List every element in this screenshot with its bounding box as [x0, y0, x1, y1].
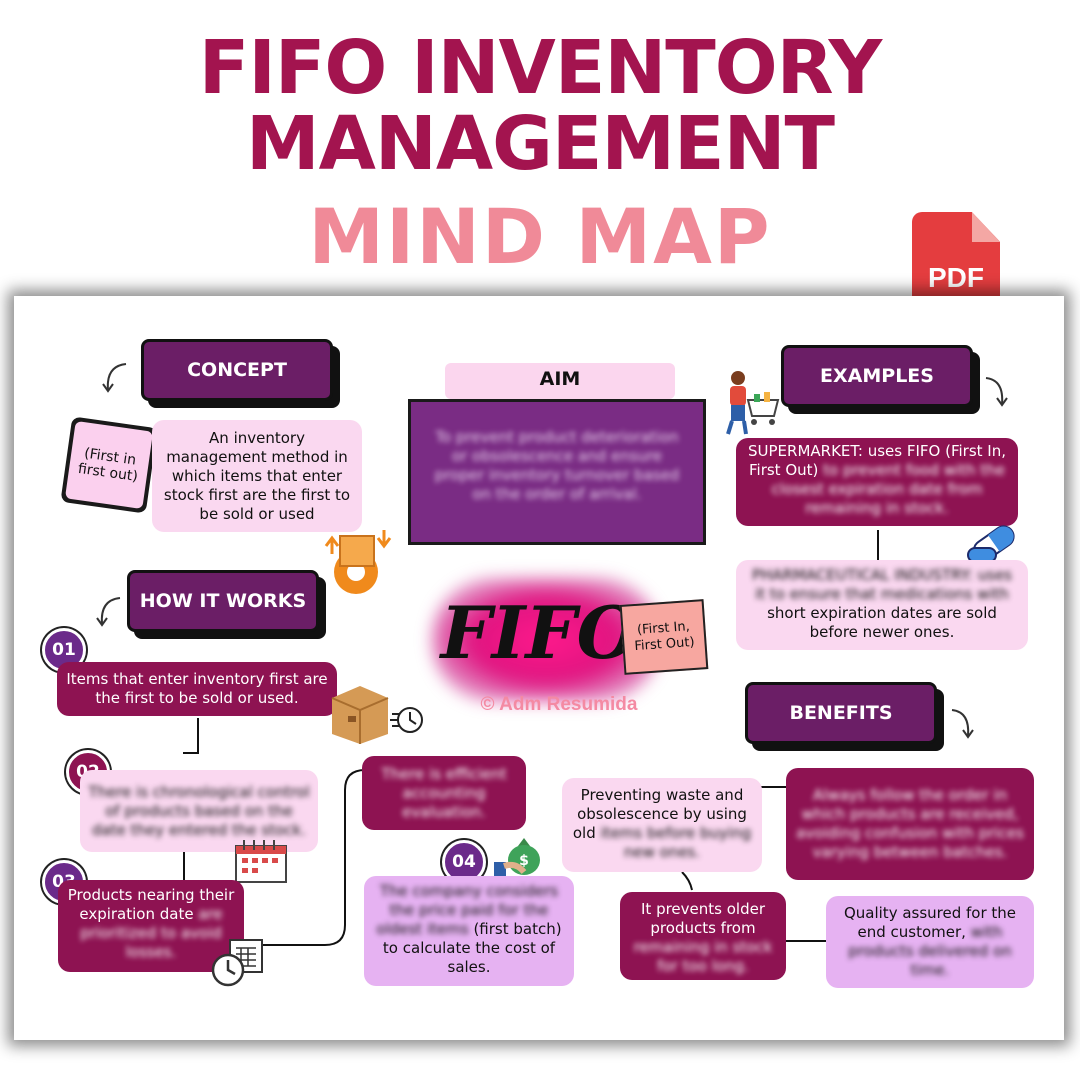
connector: [786, 940, 826, 942]
calendar-icon: [234, 838, 290, 884]
center-sticky-note: (First In, First Out): [620, 599, 709, 675]
step-04-visible-text-1: (first: [473, 920, 508, 938]
evaluation-box: There is efficient accounting evaluation…: [362, 756, 526, 830]
pharma-blurred-text: PHARMACEUTICAL INDUSTRY: uses it to ensu…: [752, 566, 1012, 603]
pharma-visible-text: short expiration dates are sold before n…: [767, 604, 997, 641]
concept-sticky-note: (First in first out): [60, 416, 157, 513]
benefit-waste-blurred: items before buying new ones.: [601, 824, 752, 861]
arrow-icon: [948, 706, 988, 746]
pharma-example: PHARMACEUTICAL INDUSTRY: uses it to ensu…: [736, 560, 1028, 650]
aim-heading: AIM: [445, 368, 675, 390]
step-01-text: Items that enter inventory first are the…: [57, 662, 337, 716]
concept-heading: CONCEPT: [141, 339, 333, 401]
center-word: FIFO: [440, 588, 640, 678]
aim-text: To prevent product deterioration or obso…: [411, 402, 703, 530]
title-line-1: FIFO INVENTORY: [0, 28, 1080, 108]
connector: [183, 752, 199, 754]
connector: [877, 530, 879, 560]
arrow-icon: [982, 374, 1022, 414]
concept-sticky-text: (First in first out): [65, 421, 153, 509]
supermarket-example: SUPERMARKET: uses FIFO (First In, First …: [736, 438, 1018, 526]
center-sticky-text: (First In, First Out): [623, 618, 705, 656]
arrow-icon: [92, 594, 132, 634]
evaluation-text: There is efficient accounting evaluation…: [370, 765, 518, 822]
connector: [183, 852, 185, 882]
money-bag-icon: $: [494, 832, 554, 878]
benefit-quality: Quality assured for the end customer, wi…: [826, 896, 1034, 988]
shopper-icon: [720, 370, 782, 436]
how-it-works-heading: HOW IT WORKS: [127, 570, 319, 632]
examples-heading: EXAMPLES: [781, 345, 973, 407]
benefit-order-text: Always follow the order in which product…: [794, 786, 1026, 862]
concept-text: An inventory management method in which …: [152, 420, 362, 532]
step-04-box: The company considers the price paid for…: [364, 876, 574, 986]
step-02-text: There is chronological control of produc…: [88, 783, 310, 840]
benefit-older-blurred: remaining in stock for too long.: [634, 938, 773, 975]
clock-calendar-icon: [210, 936, 266, 988]
arrow-icon: [98, 360, 138, 400]
benefits-heading: BENEFITS: [745, 682, 937, 744]
title-line-2: MANAGEMENT: [0, 104, 1080, 184]
benefit-waste: Preventing waste and obsolescence by usi…: [562, 778, 762, 872]
credit-text: © Adm Resumida: [448, 694, 670, 716]
pdf-label: PDF: [912, 262, 1000, 294]
benefit-older-visible: It prevents older products from: [641, 900, 765, 937]
benefit-order: Always follow the order in which product…: [786, 768, 1034, 880]
box-gear-icon: [322, 526, 402, 606]
package-clock-icon: [330, 684, 430, 744]
connector: [197, 718, 199, 754]
aim-box: To prevent product deterioration or obso…: [408, 399, 706, 545]
benefit-older: It prevents older products from remainin…: [620, 892, 786, 980]
